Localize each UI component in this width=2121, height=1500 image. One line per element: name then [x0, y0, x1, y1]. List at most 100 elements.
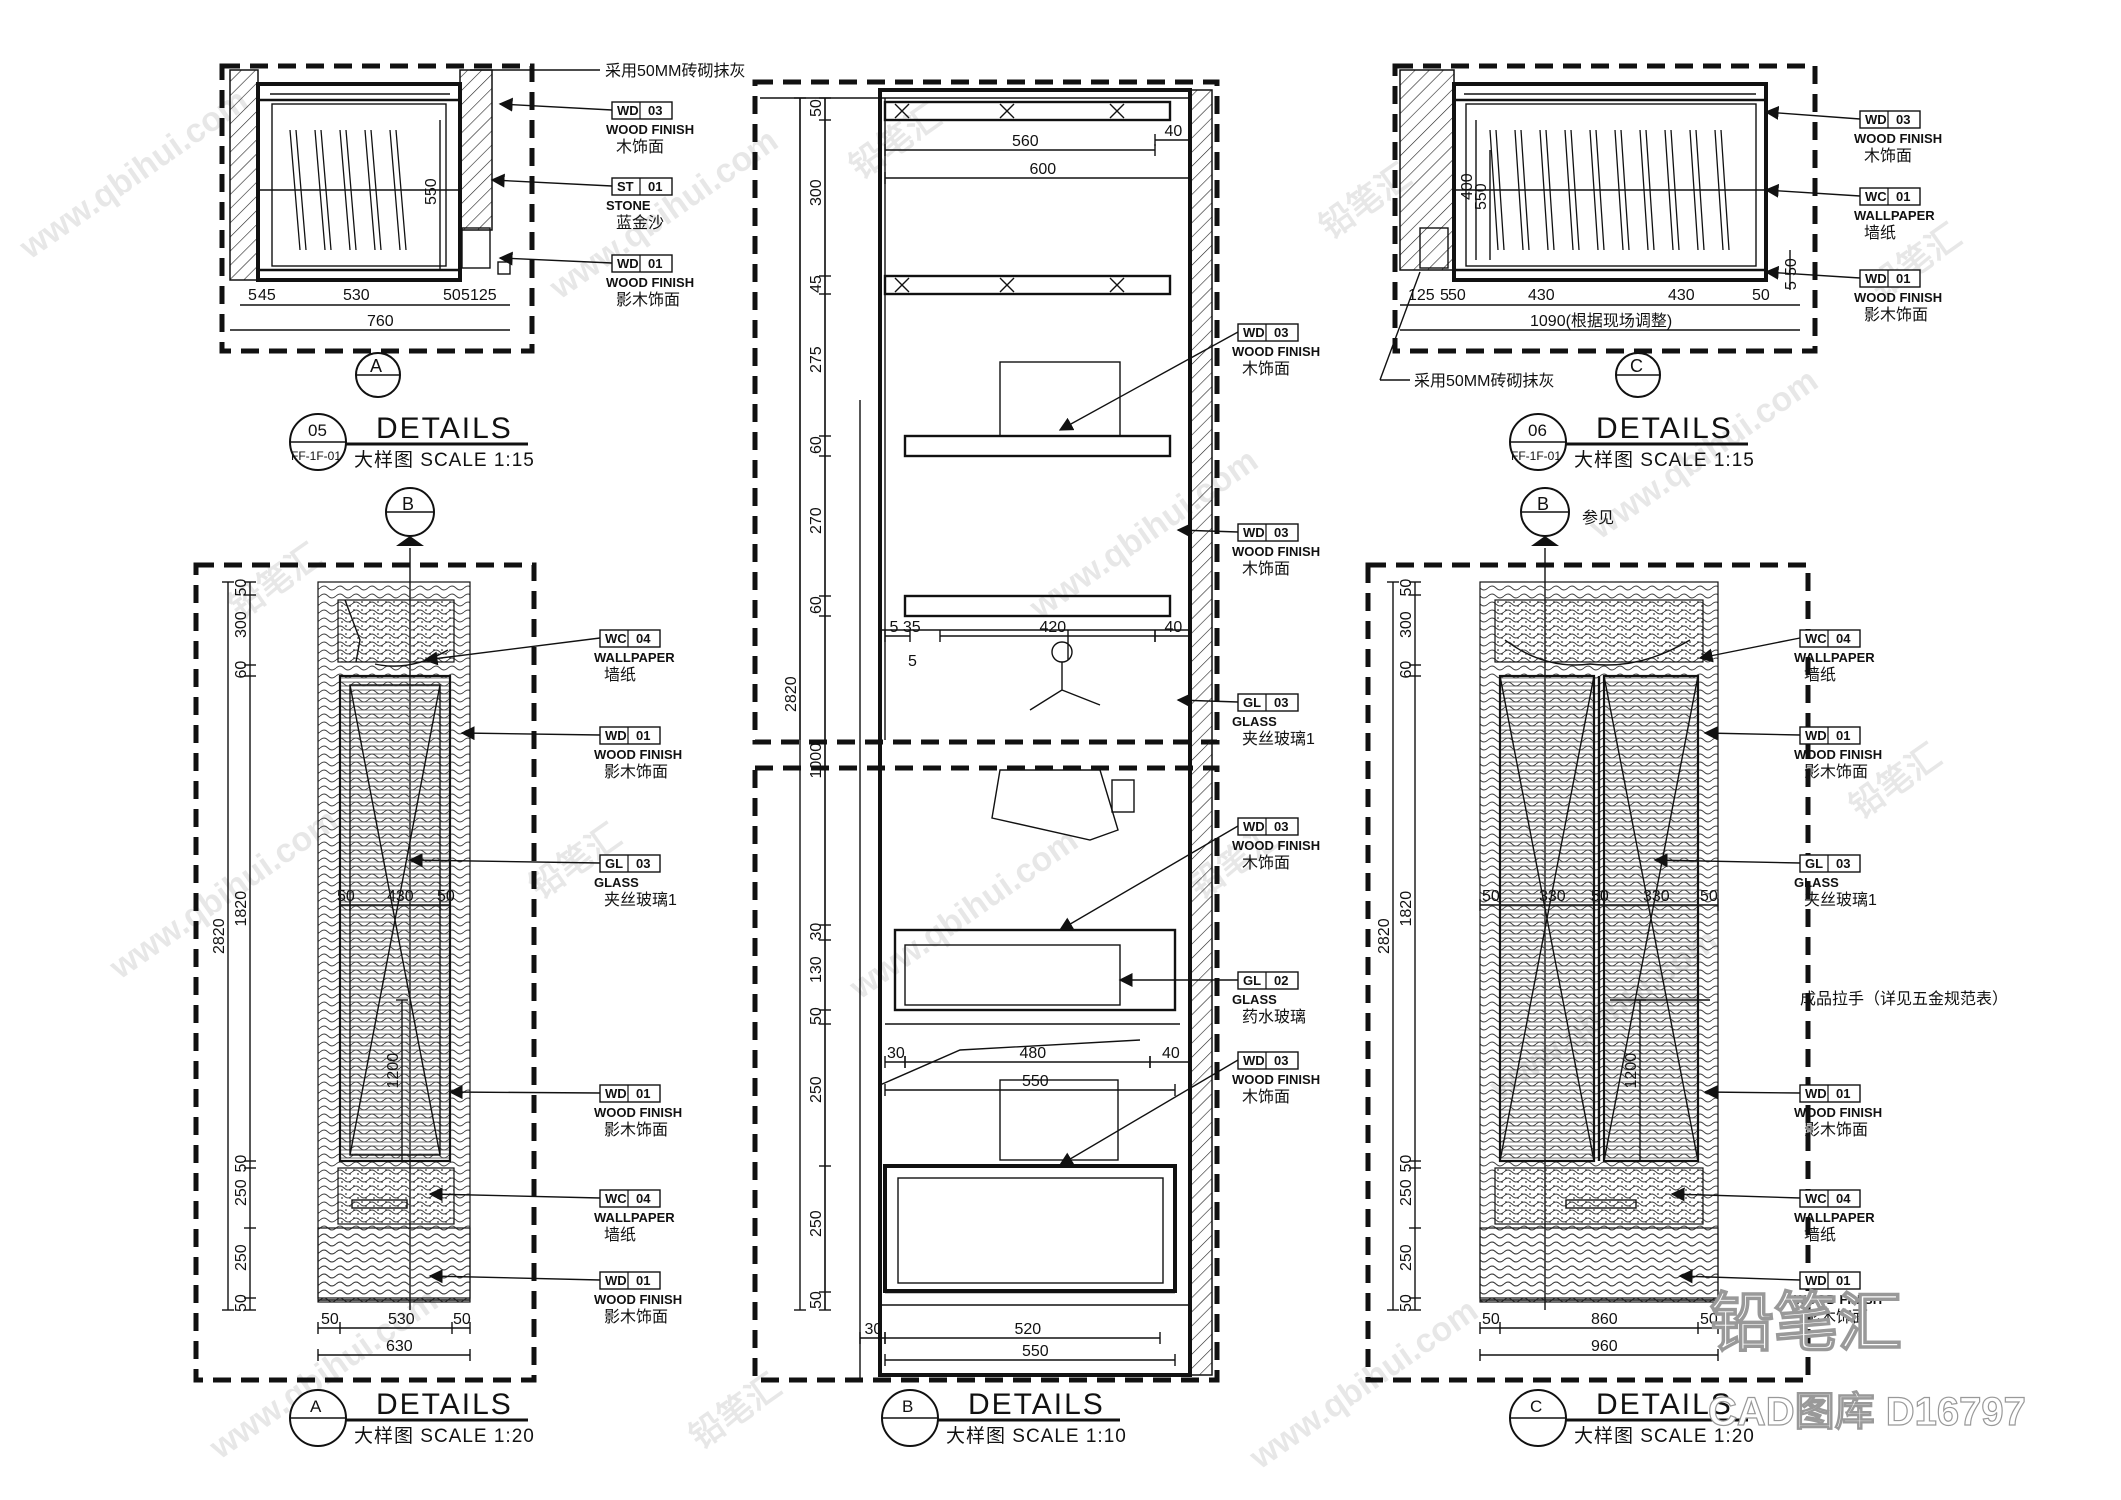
- dim-b-vertical: 45: [808, 275, 825, 293]
- title-sheet-ref: FF-1F-01: [291, 449, 341, 463]
- dim-05-c: 530: [343, 287, 370, 304]
- tag-number: 03: [1274, 525, 1288, 540]
- dim-b-width: 5 35: [890, 619, 921, 636]
- dim-b-vertical: 275: [808, 346, 825, 373]
- code-watermark: CAD图库 D16797: [1708, 1390, 2026, 1434]
- tag-leader: [428, 1269, 601, 1284]
- tag-code: WD: [1805, 1273, 1827, 1288]
- title-text: DETAILS: [1596, 1388, 1733, 1421]
- tag-code: WD: [1243, 819, 1265, 834]
- tag-number: 04: [636, 1191, 651, 1206]
- dim-b-total: 2820: [783, 676, 800, 712]
- dim-b-vertical: 60: [808, 596, 825, 614]
- detail-05-plan: 5 45 530 50 5 125 760 550 A: [219, 63, 535, 398]
- section-marker-a: A: [355, 352, 401, 398]
- tag-material-en: WOOD FINISH: [606, 122, 694, 137]
- title-text: DETAILS: [376, 1388, 513, 1421]
- marker-a-label: A: [370, 356, 382, 376]
- dim-b-width: 40: [1162, 1045, 1180, 1062]
- detail-c-elevation: B 参见: [1365, 487, 1811, 1383]
- dim-a-bottom: 50: [453, 1311, 471, 1328]
- site-watermark: www.qbihui.com: [12, 81, 255, 267]
- tag-material-cn: 夹丝玻璃1: [1242, 730, 1315, 748]
- dim-05-total: 760: [367, 313, 394, 330]
- tag-number: 03: [1274, 325, 1288, 340]
- tag-material-en: GLASS: [1232, 714, 1277, 729]
- dim-b-width: 420: [1040, 619, 1067, 636]
- dim-06-a: 125: [1408, 287, 1435, 304]
- section-marker-c: C: [1615, 352, 1661, 398]
- title-sheet-ref: FF-1F-01: [1511, 449, 1561, 463]
- dim-c-handle: 1200: [1623, 1053, 1640, 1089]
- tag-material-cn: 墙纸: [604, 1226, 636, 1244]
- title-subtitle: 大样图 SCALE 1:15: [1574, 449, 1755, 471]
- tag-material-cn: 影木饰面: [1804, 1308, 1868, 1326]
- dim-b-width: 520: [1015, 1321, 1042, 1338]
- tag-code: WC: [1865, 189, 1887, 204]
- tag-number: 01: [636, 1086, 650, 1101]
- tag-leader: [1764, 183, 1861, 198]
- dim-06-e: 430: [1668, 287, 1695, 304]
- tag-material-en: WALLPAPER: [1794, 1210, 1875, 1225]
- tag-material-cn: 夹丝玻璃1: [1804, 891, 1877, 909]
- dim-b-vertical: 1000: [808, 743, 825, 779]
- tag-material-en: WOOD FINISH: [594, 1292, 682, 1307]
- dim-c-vertical: 60: [1398, 661, 1415, 679]
- tag-number: 01: [1836, 1086, 1850, 1101]
- tag-code: GL: [1243, 695, 1261, 710]
- dim-c-glass: 50: [1700, 888, 1718, 905]
- dim-b-vertical: 130: [808, 956, 825, 983]
- dim-c-bottom: 50: [1700, 1311, 1718, 1328]
- site-watermark: 铅笔汇: [843, 97, 948, 187]
- tag-material-en: WOOD FINISH: [1232, 344, 1320, 359]
- dim-b-width: 550: [1022, 1343, 1049, 1360]
- dim-c-vertical: 50: [1398, 1294, 1415, 1312]
- title-subtitle: 大样图 SCALE 1:10: [946, 1425, 1127, 1447]
- dim-05-e: 5: [461, 287, 470, 304]
- dim-06-d: 430: [1528, 287, 1555, 304]
- dim-a-vertical: 50: [233, 1294, 250, 1312]
- tag-code: WD: [1865, 112, 1887, 127]
- tag-code: WC: [605, 1191, 627, 1206]
- site-watermark: www.qbihui.com: [102, 801, 345, 987]
- dim-b-vertical: 250: [808, 1076, 825, 1103]
- dim-b-width: 30: [865, 1321, 883, 1338]
- drawer-2: [903, 594, 1172, 618]
- dim-06-f: 50: [1752, 287, 1770, 304]
- site-watermark: www.qbihui.com: [1022, 441, 1265, 627]
- brand-watermark: 铅笔汇: [1710, 1287, 1902, 1359]
- dim-05-a: 5: [248, 287, 257, 304]
- tag-leader: [428, 1187, 601, 1202]
- dim-b-vertical: 300: [808, 179, 825, 206]
- dim-a-bottom: 50: [321, 1311, 339, 1328]
- tag-material-en: STONE: [606, 198, 651, 213]
- tag-number: 03: [1274, 695, 1288, 710]
- dim-05-v: 550: [423, 178, 440, 205]
- title-subtitle: 大样图 SCALE 1:20: [354, 1425, 535, 1447]
- dim-c-total: 2820: [1376, 918, 1393, 954]
- tag-number: 03: [648, 103, 662, 118]
- marker-b1-label: B: [402, 494, 414, 514]
- detail-b-section: [752, 79, 1220, 1383]
- tag-code: WD: [1243, 525, 1265, 540]
- tag-material-en: WOOD FINISH: [1794, 747, 1882, 762]
- title-number: B: [902, 1397, 913, 1416]
- tag-material-cn: 影木饰面: [1864, 306, 1928, 324]
- tag-code: WC: [1805, 1191, 1827, 1206]
- dim-06-v3: 50: [1783, 258, 1800, 276]
- tag-leader: [1653, 853, 1801, 868]
- tag-number: 03: [1274, 819, 1288, 834]
- tag-number: 03: [1274, 1053, 1288, 1068]
- tag-material-cn: 墙纸: [1804, 1226, 1836, 1244]
- site-watermark: www.qbihui.com: [1242, 1291, 1485, 1477]
